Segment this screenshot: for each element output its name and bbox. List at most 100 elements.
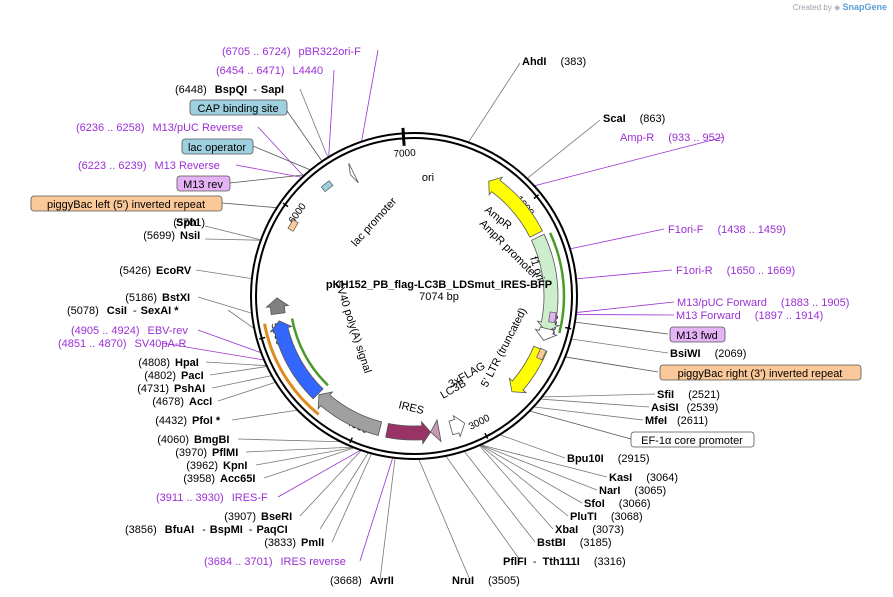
leader-line-53 [529, 410, 632, 440]
piggybac-region-arc [263, 323, 320, 416]
leader-line-33 [331, 453, 373, 543]
enzyme-acc65i: Acc65I [220, 473, 255, 485]
leader-line-51 [574, 321, 669, 335]
svg-text:M13 rev: M13 rev [183, 179, 223, 191]
enzyme-pshai-pos: (4731) [137, 383, 169, 395]
feature-arc-tagbfp [269, 320, 324, 400]
leader-line-10 [479, 444, 569, 517]
primer-m13puc-reverse: (6236 .. 6258)M13/pUC Reverse [76, 122, 243, 134]
leader-line-7 [480, 444, 608, 478]
tagbfp-orf-arc [290, 318, 329, 387]
label-lac-operator: lac operator [181, 138, 254, 155]
enzyme-paci: PacI [181, 370, 204, 382]
leader-line-9 [480, 444, 583, 504]
leader-line-30 [263, 447, 355, 479]
label-piggybac-right: piggyBac right (3') inverted repeat [659, 364, 862, 381]
tick-label-3000: 3000 [467, 413, 492, 433]
primer-ires-reverse: (3684 .. 3701)IRES reverse [204, 556, 346, 568]
enzyme-ecorv: EcoRV [156, 265, 192, 277]
leader-line-27 [237, 438, 341, 443]
primer-l4440: (6454 .. 6471)L4440 [216, 65, 323, 77]
enzyme-bmgbi: BmgBI [194, 434, 229, 446]
enzyme-pfoi-pos: (4432) [155, 415, 187, 427]
mark-piggybac-right [536, 347, 547, 361]
enzyme-csii-sexai: (5078)CsiI-SexAI * [67, 305, 179, 317]
enzyme-ahdi: AhdI(383) [522, 56, 586, 68]
mark-m13-fwd [548, 311, 557, 324]
primer-f1ori-f: F1ori-F(1438 .. 1459) [668, 224, 786, 236]
enzyme-sfii: SfiI(2521) [657, 389, 720, 401]
snapgene-logo-icon: ◈ [834, 3, 841, 12]
enzyme-pflfi-tth111i: PflFI-Tth111I(3316) [503, 556, 626, 568]
plasmid-name: pKH152_PB_flag-LC3B_LDSmut_IRES-BFP [326, 279, 552, 291]
leader-line-38 [534, 136, 725, 187]
tick-mark-2000 [565, 326, 572, 330]
enzyme-bseri-pos: (3907) [224, 511, 256, 523]
leader-line-26 [231, 409, 298, 421]
ampr-orf-arc [548, 232, 566, 334]
leader-line-3 [541, 393, 656, 398]
enzyme-pmli-pos: (3833) [264, 537, 296, 549]
enzyme-kpni-pos: (3962) [186, 460, 218, 472]
enzyme-bspqi-sapi: (6448)BspQI-SapI [175, 84, 284, 96]
svg-text:EF-1α core promoter: EF-1α core promoter [641, 435, 743, 447]
plasmid-length: 7074 bp [419, 291, 459, 303]
enzyme-bfuai-bspmi-paqci: (3856)BfuAI-BspMI-PaqCI [125, 524, 288, 536]
enzyme-sphi: SphI [176, 217, 200, 229]
enzyme-avrii: (3668)AvrII [330, 575, 394, 587]
leader-line-32 [319, 452, 369, 530]
leader-line-11 [478, 445, 554, 530]
label-m13-rev: M13 rev [176, 175, 231, 192]
label-ef1a-core-promoter: EF-1α core promoter [630, 431, 755, 448]
leader-line-50 [221, 202, 278, 209]
enzyme-kasi: KasI(3064) [609, 472, 678, 484]
enzyme-sfoi: SfoI(3066) [584, 498, 651, 510]
primer-m13-reverse: (6223 .. 6239)M13 Reverse [78, 160, 220, 172]
enzyme-scai: ScaI(863) [603, 113, 665, 125]
enzyme-pluti: PluTI(3068) [570, 511, 643, 523]
leader-line-41 [576, 301, 675, 313]
enzyme-bsiwi: BsiWI(2069) [670, 348, 746, 360]
label-cap-binding-site: CAP binding site [189, 99, 288, 116]
brand-name: SnapGene [842, 2, 887, 12]
leader-line-23 [209, 366, 268, 376]
leader-line-39 [569, 228, 665, 250]
feature-arc-ires [317, 391, 383, 436]
primer-m13puc-forward: M13/pUC Forward(1883 .. 1905) [677, 297, 849, 309]
tick-mark-5000 [259, 336, 266, 340]
feature-label-ori: ori [422, 172, 434, 184]
enzyme-bseri: BseRI [261, 511, 292, 523]
leader-line-8 [480, 444, 598, 491]
tick-mark-6000 [282, 202, 289, 208]
feature-arc-lc3b [385, 420, 432, 445]
enzyme-nsii: NsiI [180, 230, 200, 242]
brand-created-by: Created by [792, 3, 832, 12]
enzyme-pflmi: PflMI [212, 447, 238, 459]
leader-line-5 [533, 406, 644, 421]
svg-text:CAP binding site: CAP binding site [197, 103, 278, 115]
leader-line-48 [252, 145, 311, 171]
primer-amp-r: Amp-R(933 .. 952) [620, 132, 725, 144]
primer-ires-f: (3911 .. 3930)IRES-F [156, 492, 268, 504]
leader-line-17 [204, 225, 262, 241]
feature-arc-sv40-poly-a-signal [265, 297, 290, 316]
primer-ebv-rev: (4905 .. 4924)EBV-rev [71, 325, 188, 337]
enzyme-hpai: HpaI [175, 357, 199, 369]
leader-line-21 [227, 309, 255, 330]
leader-line-37 [235, 164, 303, 178]
enzyme-kpni: KpnI [223, 460, 247, 472]
leader-line-46 [359, 457, 394, 562]
leader-line-34 [361, 49, 379, 142]
mark-piggybac-left [287, 219, 299, 232]
leader-lines [161, 49, 725, 581]
leader-line-52 [565, 356, 659, 373]
leader-line-15 [379, 457, 396, 581]
enzyme-xbai: XbaI(3073) [555, 524, 624, 536]
enzyme-hpai-pos: (4808) [138, 357, 170, 369]
enzyme-acc65i-pos: (3958) [183, 473, 215, 485]
snapgene-brand: Created by ◈ SnapGene [793, 2, 887, 12]
leader-line-1 [526, 119, 601, 179]
enzyme-pfoi: PfoI * [192, 415, 221, 427]
leader-line-4 [540, 398, 650, 408]
